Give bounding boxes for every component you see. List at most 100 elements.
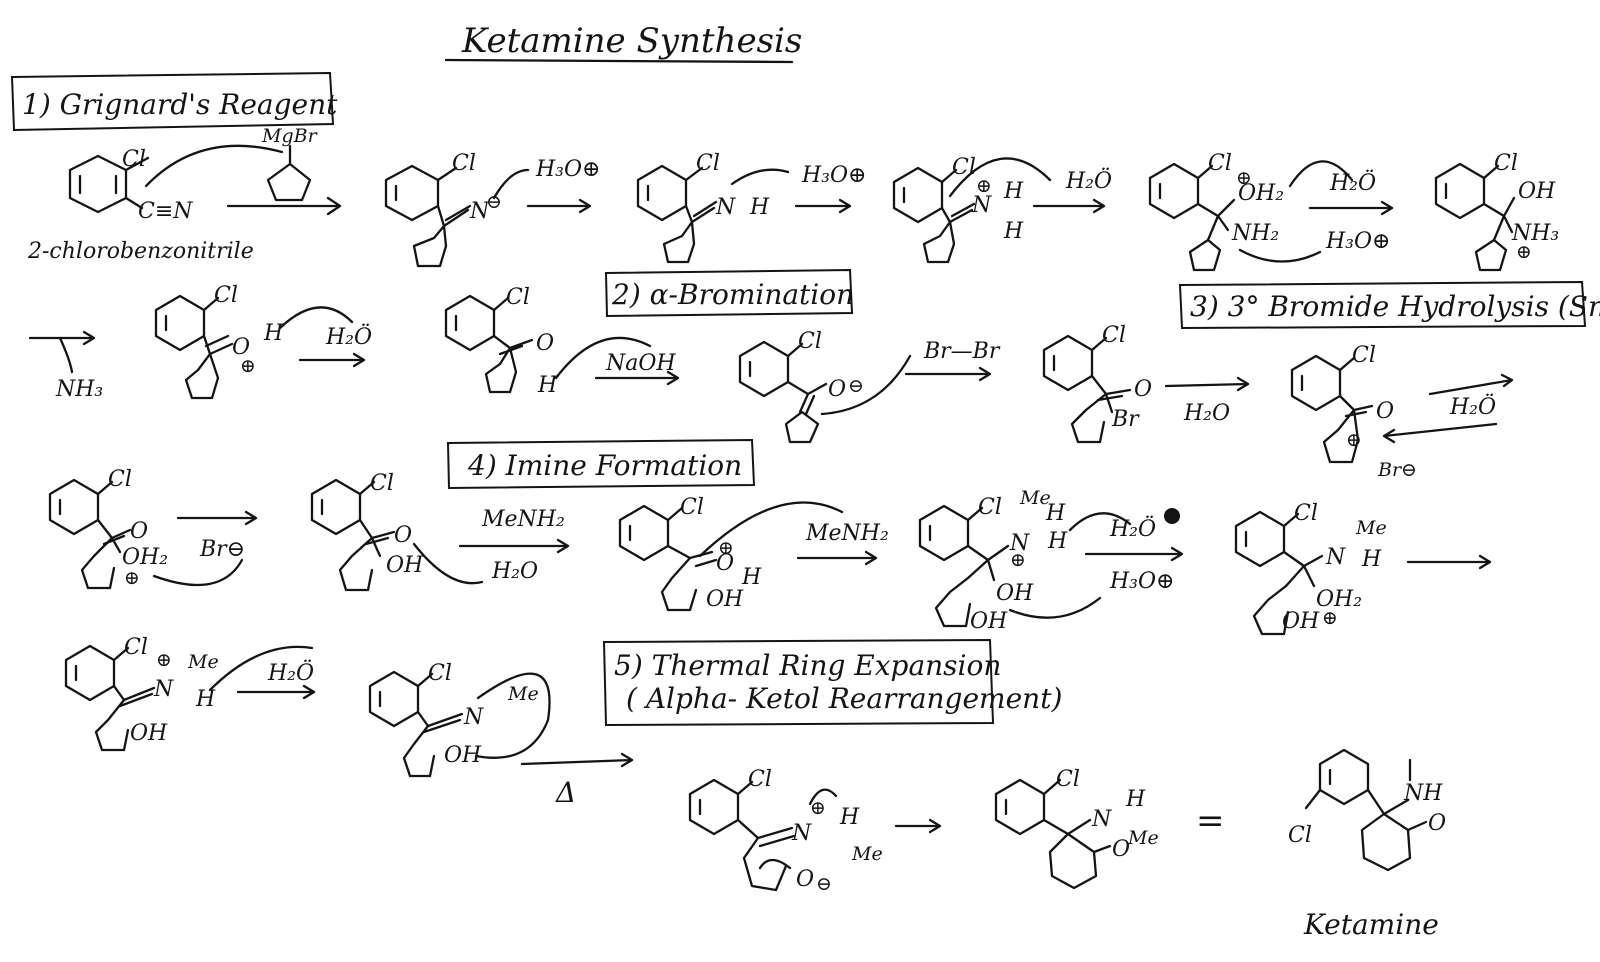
section-1-box: 1) Grignard's Reagent	[10, 71, 338, 132]
label-plus: ⊕	[810, 797, 826, 819]
curved-arrow-hydride-shift	[474, 672, 551, 759]
label-plus: ⊕	[718, 537, 734, 559]
curved-arrow-amine-attack	[698, 501, 844, 558]
curved-arrow-carbonyl	[412, 542, 484, 585]
label-oh2: OH₂	[1316, 587, 1362, 612]
label-methyl: Me	[187, 651, 219, 673]
label-cl: Cl	[428, 661, 452, 686]
label-minus: ⊖	[816, 873, 832, 895]
label-heat: Δ	[555, 776, 576, 809]
label-methyl: Me	[1019, 487, 1051, 509]
reaction-arrow-5	[1308, 200, 1394, 216]
label-plus: ⊕	[1516, 241, 1532, 263]
label-bromide: Br⊖	[199, 537, 245, 562]
label-o: O	[536, 331, 554, 356]
label-water: H₂Ö	[1449, 393, 1496, 420]
label-cl: Cl	[1294, 501, 1318, 526]
label-h: H	[839, 805, 860, 830]
label-plus: ⊕	[124, 567, 140, 589]
molecule-tertiary-carbocation: Cl O ⊕ Br⊖ H₂Ö	[1290, 343, 1514, 481]
label-o: O	[1112, 837, 1130, 862]
label-methyl: Me	[1355, 517, 1387, 539]
label-cl: Cl	[1352, 343, 1376, 368]
molecule-oxonium-alcohol: Cl O OH₂ ⊕ Br⊖	[48, 467, 245, 590]
ammonia-leaving: NH₃	[28, 330, 103, 402]
label-oh: OH	[130, 721, 168, 746]
reaction-arrow-16	[236, 684, 316, 700]
section-5-label-line1: 5) Thermal Ring Expansion	[614, 649, 1001, 682]
label-oh2: OH₂	[122, 545, 168, 570]
label-o: O	[130, 519, 148, 544]
molecule-ketamine-intermediate: Cl N H Me O	[994, 767, 1159, 890]
label-water: H₂Ö	[267, 659, 314, 686]
section-3-box: 3) 3° Bromide Hydrolysis (Sn1)	[1178, 280, 1600, 330]
label-h3o: H₃O⊕	[535, 157, 600, 182]
molecule-cyclopentyl-mgbr: MgBr	[144, 125, 319, 202]
label-n: N	[1009, 531, 1030, 556]
label-equals: =	[1196, 801, 1225, 841]
section-5-box: 5) Thermal Ring Expansion ( Alpha- Ketol…	[602, 638, 1062, 727]
label-minus: ⊖	[848, 375, 864, 397]
label-cl: Cl	[748, 767, 772, 792]
label-h3o: H₃O⊕	[1109, 569, 1174, 594]
label-cl: Cl	[1288, 823, 1312, 848]
molecule-alpha-hydroxy-imine: Cl N Me OH	[368, 661, 551, 778]
molecule-enolate: Cl O ⊖ Br—Br	[738, 329, 1001, 444]
reaction-arrow-17	[894, 818, 942, 834]
label-water: H₂Ö	[325, 323, 372, 350]
label-water: H₂Ö	[1329, 169, 1376, 196]
curved-arrow-deprotonation	[208, 645, 314, 692]
label-oh: OH	[1282, 609, 1320, 634]
title-underline	[444, 58, 794, 64]
label-n: N	[791, 821, 812, 846]
label-h: H	[741, 565, 762, 590]
curved-arrow-grignard	[144, 144, 284, 188]
curved-arrow-protonation	[492, 168, 530, 200]
label-oh2: OH₂	[1238, 181, 1284, 206]
label-n: N	[1091, 807, 1112, 832]
label-oh: OH	[386, 553, 424, 578]
reaction-arrow-9	[1164, 376, 1250, 392]
curved-arrow-water-attack	[1382, 422, 1498, 444]
molecule-carbinolamine-oxonium: Cl OH₂ ⊕ NH₂ H₂Ö H₃O⊕	[1148, 151, 1390, 272]
label-oh: OH	[996, 581, 1034, 606]
label-cl: Cl	[122, 147, 146, 172]
label-o: O	[1376, 399, 1394, 424]
label-h: H	[749, 195, 770, 220]
label-h: H	[1003, 179, 1024, 204]
label-cl: Cl	[370, 471, 394, 496]
section-4-box: 4) Imine Formation	[446, 438, 756, 490]
label-methyl: Me	[851, 843, 883, 865]
label-o: O	[232, 335, 250, 360]
label-water: H₂O	[491, 559, 538, 584]
curved-arrow-hydroxide	[554, 336, 652, 380]
label-n: N	[153, 677, 174, 702]
molecule-protonated-hydroxyketone: Cl O ⊕ H OH	[618, 495, 844, 612]
molecule-protonated-ketone: Cl O ⊕ H H₂Ö	[154, 283, 372, 400]
label-plus: ⊕	[1322, 607, 1338, 629]
label-cl: Cl	[696, 151, 720, 176]
label-methylamine: MeNH₂	[481, 507, 565, 532]
section-2-box: 2) α-Bromination	[604, 268, 854, 318]
curved-arrow-deprotonation	[152, 558, 244, 587]
reaction-arrow-12	[458, 538, 570, 554]
label-h: H	[1045, 501, 1066, 526]
label-o: O	[1428, 811, 1446, 836]
section-2-label: 2) α-Bromination	[611, 278, 854, 311]
label-oh: OH	[1518, 179, 1556, 204]
label-h: H	[1047, 529, 1068, 554]
label-h3o: H₃O⊕	[801, 163, 866, 188]
label-o: O	[716, 551, 734, 576]
label-plus: ⊕	[1010, 549, 1026, 571]
label-cl: Cl	[1208, 151, 1232, 176]
molecule-carbinolamine-oxonium-2: Cl N Me H OH₂ ⊕ OH	[1234, 501, 1387, 636]
curved-arrow-proton-transfer	[1238, 248, 1322, 263]
label-n: N	[971, 193, 992, 218]
curved-arrow-proton-transfer	[1008, 596, 1102, 619]
reaction-arrow-2	[526, 198, 592, 214]
label-plus: ⊕	[1236, 167, 1252, 189]
reaction-arrow-13	[796, 550, 878, 566]
curved-arrow-water-attack	[948, 157, 1052, 198]
